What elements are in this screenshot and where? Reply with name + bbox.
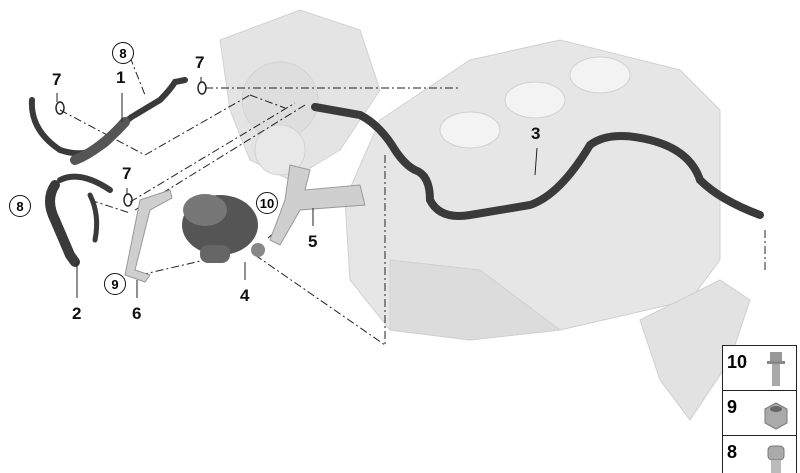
turbocharger [219,9,381,181]
callout-7[interactable]: 7 [122,164,132,183]
flange-bolt-icon [767,352,785,386]
callout-5[interactable]: 5 [308,232,318,251]
hardware-legend: 10 9 8 [722,345,797,473]
hose-2 [45,180,80,267]
callout-leaders [56,77,538,298]
legend-row-8[interactable]: 8 [723,436,796,473]
leader-lines [59,56,766,346]
legend-number: 8 [727,442,738,462]
engine-block [344,39,751,421]
bracket-6 [124,189,173,283]
brackets [124,164,366,283]
legend-row-10[interactable]: 10 [723,346,796,391]
electric-water-pump [182,194,265,263]
hoses [28,77,764,267]
hose-3 [311,103,764,220]
callout-7[interactable]: 7 [52,70,62,89]
callout-8[interactable]: 8 [112,42,134,64]
callout-2[interactable]: 2 [72,304,82,323]
callout-3[interactable]: 3 [531,124,541,143]
callout-8[interactable]: 8 [9,195,31,217]
callout-6[interactable]: 6 [132,304,142,323]
legend-number: 9 [727,397,738,417]
callout-1[interactable]: 1 [116,68,126,87]
callout-10[interactable]: 10 [256,192,278,214]
legend-number: 10 [727,352,748,372]
callout-9[interactable]: 9 [104,273,126,295]
socket-screw-icon [767,445,785,473]
hex-nut-icon [764,402,788,430]
callout-4[interactable]: 4 [240,286,250,305]
legend-row-9[interactable]: 9 [723,391,796,436]
o-rings [55,81,207,207]
callout-7[interactable]: 7 [195,53,205,72]
bracket-5 [269,164,366,246]
